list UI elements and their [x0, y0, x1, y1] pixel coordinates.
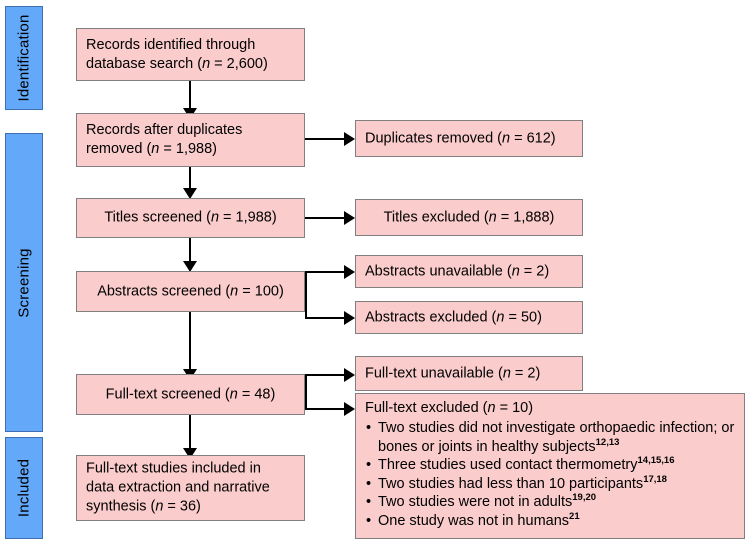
connector-fulltext-branch-riser — [305, 374, 307, 410]
exclusion-reason-item: Two studies did not investigate orthopae… — [365, 419, 736, 456]
node-fulltext-included[interactable]: Full-text studies included in data extra… — [76, 455, 305, 521]
reference-superscript: 19,20 — [572, 492, 597, 504]
exclusion-reason-item: Three studies used contact thermometry14… — [365, 456, 736, 475]
connector-abstracts-to-fulltext — [189, 312, 191, 374]
arrow-to-titles-excluded — [344, 211, 355, 225]
reference-superscript: 14,15,16 — [637, 455, 675, 467]
connector-abstracts-branch-riser — [305, 271, 307, 319]
arrow-to-fulltext-excluded — [344, 402, 355, 416]
node-records-identified-line1: Records identified through — [86, 36, 256, 53]
node-fulltext-included-line2: data extraction and narrative — [86, 479, 270, 496]
exclusion-reason-item: One study was not in humans21 — [365, 512, 736, 531]
connector-to-titles-excluded — [305, 217, 347, 219]
arrow-titles-to-abstracts — [183, 261, 197, 272]
arrow-to-abstracts-excluded — [344, 311, 355, 325]
node-abstracts-excluded[interactable]: Abstracts excluded (n = 50) — [355, 301, 583, 334]
stage-label-screening: Screening — [15, 247, 33, 318]
arrow-duplicates-to-titles — [183, 188, 197, 199]
node-fulltext-excluded[interactable]: Full-text excluded (n = 10) Two studies … — [355, 393, 745, 539]
connector-fulltext-branch-bottom — [305, 408, 347, 410]
stage-label-included: Included — [15, 458, 33, 518]
node-records-after-duplicates-line1: Records after duplicates — [86, 121, 243, 138]
exclusion-reason-list: Two studies did not investigate orthopae… — [365, 419, 736, 530]
node-duplicates-removed[interactable]: Duplicates removed (n = 612) — [355, 120, 583, 157]
node-titles-screened-text: Titles screened (n = 1,988) — [104, 209, 277, 226]
node-fulltext-unavailable[interactable]: Full-text unavailable (n = 2) — [355, 356, 583, 391]
exclusion-reason-item: Two studies had less than 10 participant… — [365, 475, 736, 494]
node-titles-screened[interactable]: Titles screened (n = 1,988) — [76, 198, 305, 238]
stage-bar-identification: Identification — [5, 6, 43, 110]
node-fulltext-unavailable-text: Full-text unavailable (n = 2) — [365, 364, 541, 381]
node-fulltext-included-line3: synthesis (n = 36) — [86, 498, 201, 515]
node-records-identified-line2: database search (n = 2,600) — [86, 55, 268, 72]
stage-bar-included: Included — [5, 437, 43, 539]
connector-abstracts-branch-top — [305, 271, 347, 273]
node-fulltext-screened-text: Full-text screened (n = 48) — [105, 385, 276, 402]
arrow-fulltext-to-included — [183, 448, 197, 459]
node-duplicates-removed-text: Duplicates removed (n = 612) — [365, 129, 556, 146]
arrow-to-duplicates-removed — [344, 132, 355, 146]
connector-abstracts-branch-bottom — [305, 317, 347, 319]
node-fulltext-screened[interactable]: Full-text screened (n = 48) — [76, 374, 305, 415]
connector-fulltext-to-included — [189, 415, 191, 454]
connector-to-duplicates-removed — [305, 138, 347, 140]
connector-identified-to-duplicates — [189, 80, 191, 111]
reference-superscript: 21 — [569, 511, 580, 523]
reference-superscript: 12,13 — [595, 436, 620, 448]
connector-fulltext-branch-top — [305, 374, 347, 376]
exclusion-reason-item: Two studies were not in adults19,20 — [365, 493, 736, 512]
arrow-to-abstracts-unavailable — [344, 265, 355, 279]
connector-duplicates-to-titles — [189, 167, 191, 192]
node-abstracts-unavailable[interactable]: Abstracts unavailable (n = 2) — [355, 255, 583, 288]
node-records-after-duplicates-line2: removed (n = 1,988) — [86, 141, 217, 157]
node-abstracts-unavailable-text: Abstracts unavailable (n = 2) — [365, 262, 550, 279]
node-titles-excluded[interactable]: Titles excluded (n = 1,888) — [355, 199, 583, 236]
node-titles-excluded-text: Titles excluded (n = 1,888) — [383, 208, 555, 225]
stage-label-identification: Identification — [15, 14, 33, 102]
node-records-identified[interactable]: Records identified through database sear… — [76, 28, 305, 81]
arrow-to-fulltext-unavailable — [344, 368, 355, 382]
node-abstracts-screened[interactable]: Abstracts screened (n = 100) — [76, 271, 305, 312]
node-fulltext-excluded-lead: Full-text excluded (n = 10) — [365, 400, 534, 416]
node-records-after-duplicates[interactable]: Records after duplicates removed (n = 1,… — [76, 113, 305, 167]
stage-bar-screening: Screening — [5, 133, 43, 432]
reference-superscript: 17,18 — [643, 473, 667, 485]
node-abstracts-screened-text: Abstracts screened (n = 100) — [97, 282, 284, 299]
node-abstracts-excluded-text: Abstracts excluded (n = 50) — [365, 308, 542, 325]
node-fulltext-included-line1: Full-text studies included in — [86, 460, 261, 477]
connector-titles-to-abstracts — [189, 238, 191, 266]
